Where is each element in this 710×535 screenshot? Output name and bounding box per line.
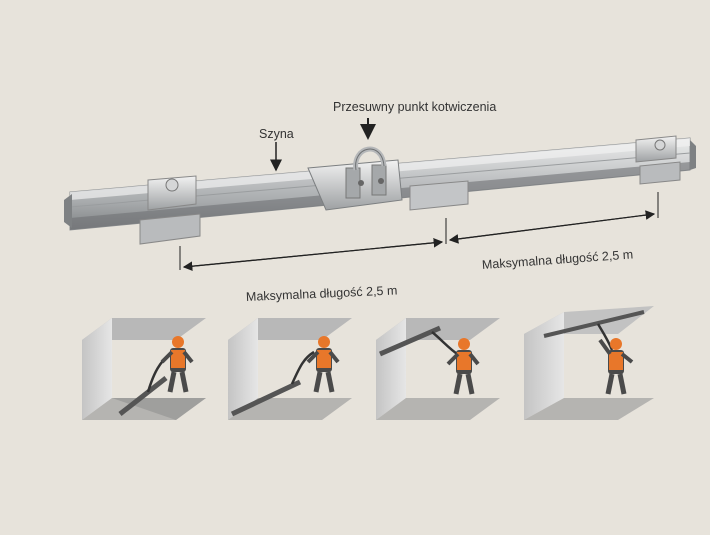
worker-icon — [598, 338, 634, 395]
left-end-clamp — [139, 175, 201, 245]
illustration-rail-ramp — [228, 318, 352, 420]
worker-icon — [160, 336, 194, 393]
dimension-right — [448, 192, 659, 244]
worker-icon — [306, 336, 340, 393]
illustration-rail-floor — [82, 318, 206, 420]
worker-icon — [446, 338, 480, 395]
right-end-clamp — [635, 135, 681, 185]
illustration-rail-wall — [376, 318, 500, 420]
label-leaders — [270, 118, 376, 172]
middle-bracket — [409, 180, 469, 211]
sliding-anchor-point — [307, 146, 403, 211]
dimension-left — [179, 218, 447, 271]
label-rail: Szyna — [259, 127, 294, 141]
label-sliding-anchor-point: Przesuwny punkt kotwiczenia — [333, 100, 497, 114]
illustration-rail-ceiling — [524, 306, 654, 420]
